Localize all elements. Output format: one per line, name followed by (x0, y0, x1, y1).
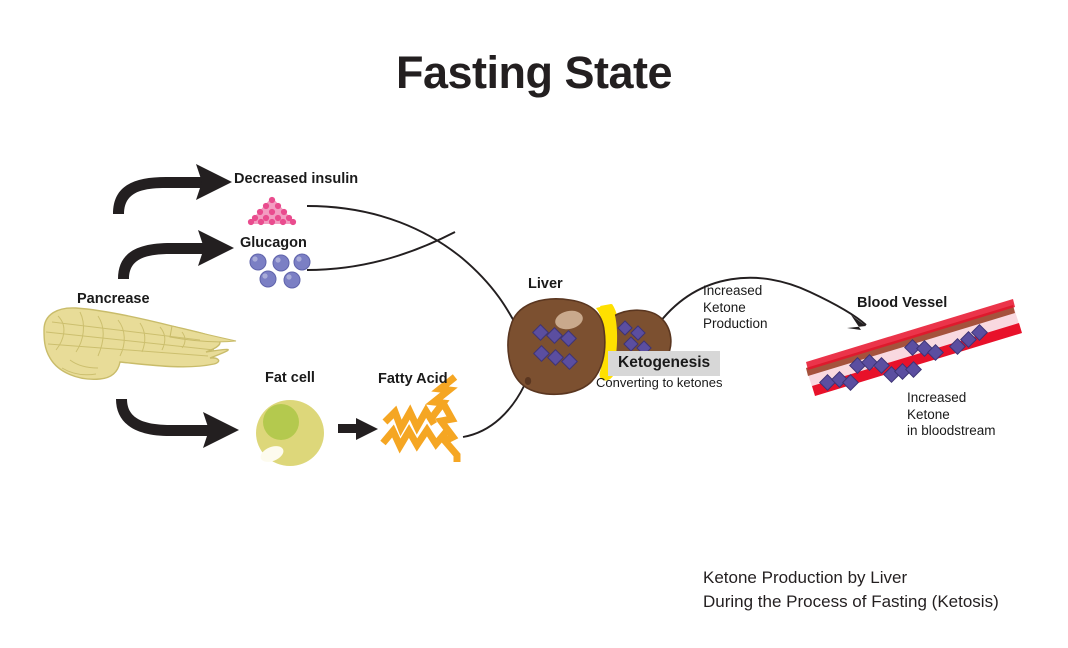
glucagon-molecule-icon (249, 253, 311, 289)
label-ikp-line3: Production (703, 316, 768, 331)
pancreas-illustration (43, 307, 237, 380)
arrow-fatcell-to-fattyacid (338, 418, 378, 440)
caption-line-2: During the Process of Fasting (Ketosis) (703, 592, 999, 611)
figure-caption: Ketone Production by Liver During the Pr… (703, 566, 999, 614)
label-pancrease: Pancrease (77, 291, 150, 307)
connector-insulin-to-liver (306, 205, 523, 337)
label-ikb-line1: Increased (907, 390, 967, 405)
label-fatty-acid: Fatty Acid (378, 371, 448, 387)
label-blood-vessel: Blood Vessel (857, 295, 948, 311)
arrow-to-fatcell (116, 399, 239, 448)
liver-ketones-right (617, 320, 652, 356)
label-fat-cell: Fat cell (265, 370, 315, 386)
caption-line-1: Ketone Production by Liver (703, 568, 908, 587)
fat-cell-illustration (256, 400, 324, 466)
label-ikp-line2: Ketone (703, 299, 746, 315)
arrow-to-glucagon (118, 230, 234, 279)
label-ikb-line3: in bloodstream (907, 423, 996, 438)
connector-glucagon-to-liver (306, 231, 456, 271)
arrowhead-into-vessel (847, 315, 866, 330)
label-decreased-insulin: Decreased insulin (234, 171, 359, 187)
label-increased-ketone-bloodstream: Increased Ketone in bloodstream (907, 390, 996, 440)
label-ikp-line1: Increased (703, 283, 763, 298)
ketogenesis-badge: Ketogenesis (608, 351, 721, 376)
liver-ketones-left (532, 324, 578, 370)
arrow-to-insulin (113, 164, 232, 214)
label-liver: Liver (528, 276, 563, 292)
blood-vessel-illustration (806, 299, 1022, 396)
label-converting-to-ketones: Converting to ketones (596, 375, 723, 390)
connector-fattyacid-to-liver (462, 385, 525, 438)
vessel-ketones (819, 324, 988, 391)
label-glucagon: Glucagon (240, 235, 307, 251)
insulin-molecule-icon (247, 196, 297, 226)
fatty-acid-illustration (380, 374, 461, 462)
page-title: Fasting State (395, 47, 673, 98)
label-increased-ketone-production: Increased Ketone Production (703, 283, 768, 333)
connector-lines (306, 205, 867, 438)
label-ikb-line2: Ketone (907, 406, 950, 422)
